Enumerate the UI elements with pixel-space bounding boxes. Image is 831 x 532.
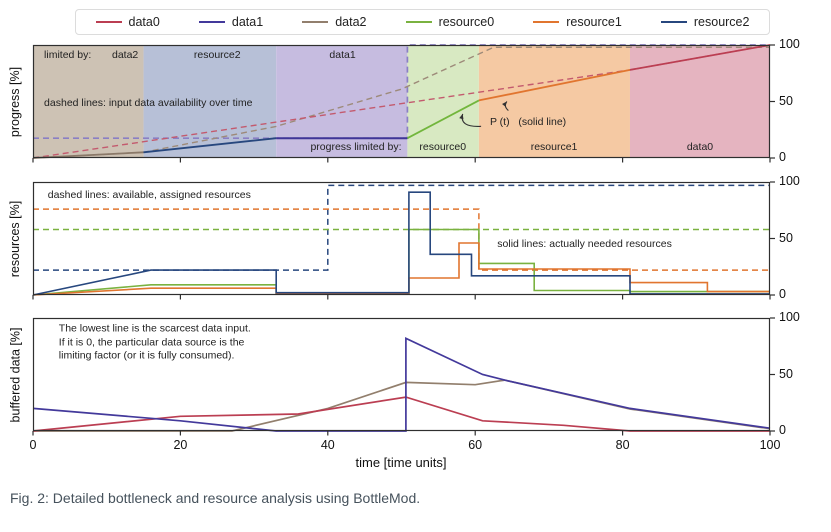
legend-label: resource0 [438, 15, 495, 29]
series-data0-buffer [32, 396, 770, 432]
series-P-segment-resource2 [143, 137, 277, 154]
annotation-text: resource1 [530, 141, 578, 154]
band-resource1 [478, 45, 630, 158]
legend-label: data2 [335, 15, 367, 29]
chart-legend: data0 data1 data2 resource0 resource1 resourc… [75, 9, 770, 35]
legend-swatch-data1 [198, 21, 225, 23]
y-tick-label: 50 [779, 366, 793, 381]
y-axis-label-text: buffered data [%] [8, 327, 23, 422]
y-tick-label: 100 [779, 174, 800, 188]
legend-item-data2: data2 [302, 15, 367, 29]
series-P-segment-resource0 [406, 99, 480, 139]
y-tick-label: 0 [779, 150, 786, 164]
y-axis-label-text: progress [%] [8, 66, 23, 137]
x-tick-label: 0 [29, 438, 37, 452]
x-axis-title: time [time units] [355, 455, 447, 470]
annotation-text: data1 [329, 49, 356, 62]
annotation-arrowhead [459, 113, 464, 120]
series-P-segment-resource1 [478, 69, 631, 102]
legend-label: data0 [128, 15, 160, 29]
series-data1-availability-dashed [33, 44, 770, 140]
annotation-text: The lowest line is the scarcest data inp… [58, 322, 251, 362]
annotation-text: resource0 [419, 141, 467, 154]
annotation-text: P (t) (solid line) [489, 116, 567, 129]
legend-swatch-resource0 [405, 21, 432, 23]
x-tick-label: 100 [759, 438, 781, 452]
x-tick-label: 60 [468, 438, 483, 452]
legend-swatch-resource2 [660, 21, 687, 23]
panel-border [32, 317, 771, 432]
buffered-data-panel: The lowest line is the scarcest data inp… [32, 317, 775, 436]
x-tick-label: 80 [615, 438, 630, 452]
annotation-text: dashed lines: available, assigned resour… [47, 188, 251, 201]
resources-panel: dashed lines: available, assigned resour… [32, 181, 775, 300]
band-resource2 [143, 45, 277, 158]
y-tick-label: 0 [779, 423, 786, 437]
series-P-segment-data0 [629, 44, 771, 71]
x-tick-label: 20 [173, 438, 188, 452]
legend-label: resource2 [693, 15, 750, 29]
legend-label: resource1 [566, 15, 622, 29]
series-data1-buffer [32, 336, 771, 432]
y-axis-label-text: resources [%] [8, 200, 23, 277]
legend-label: data1 [231, 15, 264, 29]
band-data2 [33, 45, 144, 158]
annotation-text: limited by: [44, 49, 92, 62]
resources-y-axis-label: resources [%] [0, 182, 30, 295]
annotation-text: resource2 [193, 49, 241, 62]
progress-y-axis-label: progress [%] [0, 45, 30, 158]
series-data2-buffer [33, 379, 771, 432]
series-assigned-resource2-dashed [33, 184, 770, 271]
y-tick-label: 100 [779, 37, 800, 51]
annotation-text: data2 [111, 49, 139, 62]
progress-panel: limited by: data2 resource2 data1 dashed lin… [32, 44, 775, 163]
buffered-data-y-axis-label: buffered data [%] [0, 318, 30, 431]
panel-border [32, 44, 771, 159]
legend-swatch-data0 [95, 21, 122, 23]
legend-item-resource1: resource1 [533, 15, 622, 29]
legend-item-resource2: resource2 [660, 15, 750, 29]
annotation-arrowhead [502, 101, 507, 107]
band-data0 [629, 45, 770, 158]
legend-swatch-resource1 [533, 21, 560, 23]
annotation-text: dashed lines: input data availability ov… [44, 96, 253, 109]
annotation-text: progress limited by: [310, 141, 402, 154]
y-tick-label: 50 [779, 230, 793, 245]
legend-item-resource0: resource0 [405, 15, 495, 29]
series-needed-resource2 [32, 191, 770, 296]
annotation-text: data0 [686, 141, 714, 154]
y-tick-label: 100 [779, 310, 800, 324]
series-assigned-resource1-dashed [33, 208, 770, 271]
figure-caption: Fig. 2: Detailed bottleneck and resource… [10, 490, 421, 506]
panel-border [32, 181, 771, 296]
x-tick-label: 40 [320, 438, 335, 452]
y-tick-label: 0 [779, 287, 786, 301]
y-tick-label: 50 [779, 93, 793, 108]
legend-item-data1: data1 [198, 15, 264, 29]
annotation-text: solid lines: actually needed resources [497, 238, 672, 251]
legend-item-data0: data0 [95, 15, 160, 29]
legend-swatch-data2 [302, 21, 329, 23]
